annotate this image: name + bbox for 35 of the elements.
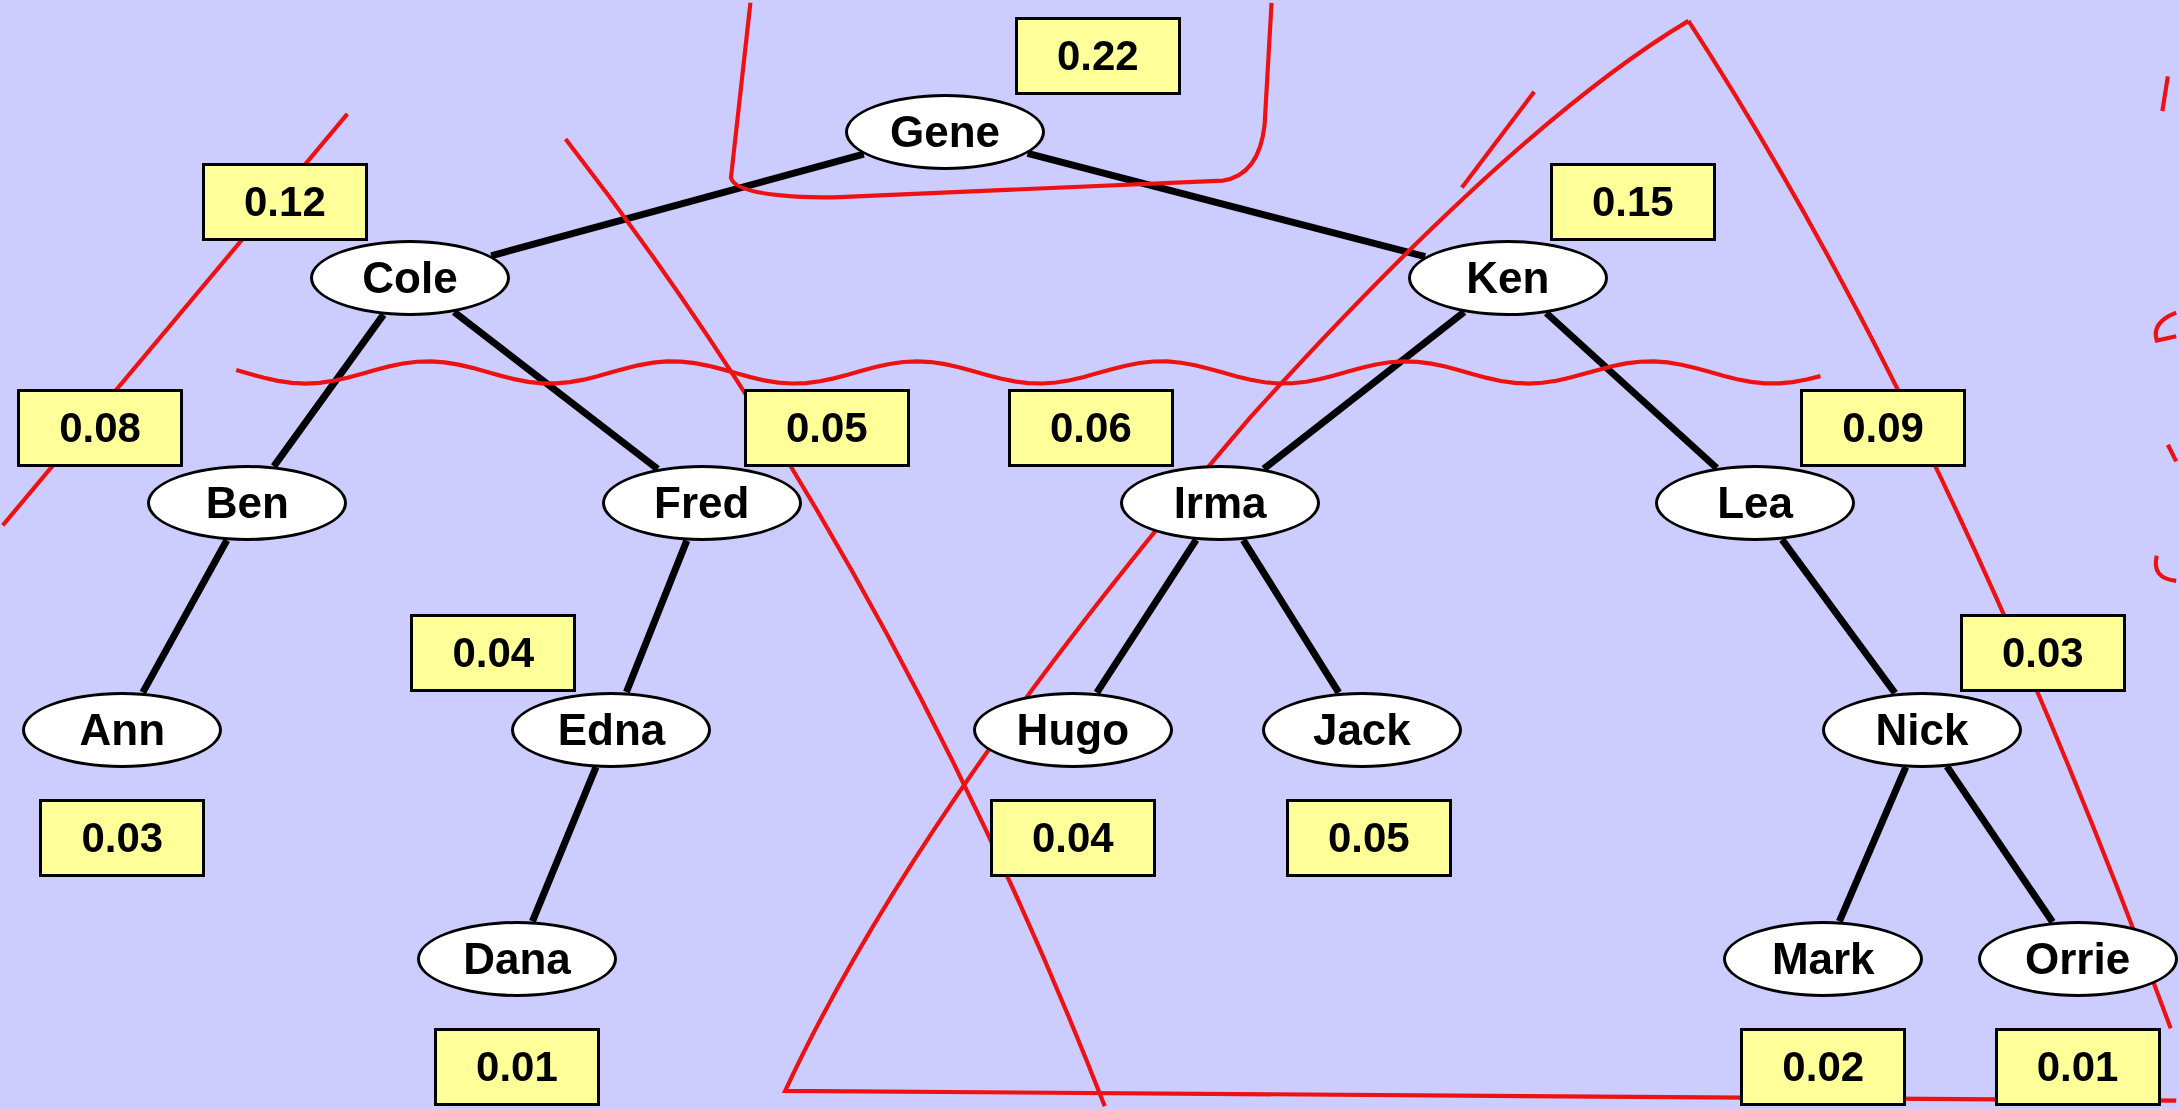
tree-edge [1261, 309, 1467, 472]
probability-label: 0.02 [1740, 1028, 1907, 1107]
probability-label: 0.06 [1007, 389, 1174, 467]
probability-label: 0.04 [989, 798, 1156, 877]
probability-label: 0.09 [1800, 389, 1966, 467]
probability-label: 0.01 [1994, 1028, 2161, 1107]
node-name: Dana [463, 933, 571, 984]
probability-label: 0.15 [1549, 162, 1716, 241]
probability-label: 0.22 [1014, 16, 1181, 95]
node-name: Ann [79, 704, 166, 755]
node-name: Edna [557, 704, 666, 755]
tree-edge [452, 309, 660, 472]
tree-edge [623, 539, 691, 694]
probability-label: 0.03 [1959, 614, 2126, 693]
node-name: Fred [654, 478, 750, 529]
probability-label: 0.05 [743, 389, 910, 467]
node-name: Ben [205, 478, 289, 529]
probability-label: 0.08 [17, 389, 184, 467]
node-name: Ken [1466, 252, 1550, 303]
node-name: Gene [889, 107, 1000, 157]
probability-label: 0.05 [1285, 798, 1452, 877]
node-name: Cole [362, 252, 458, 303]
node-name: Lea [1717, 478, 1794, 529]
tree-edge [490, 150, 865, 260]
node-name: Orrie [2024, 933, 2131, 984]
probability-label: 0.03 [39, 798, 206, 877]
node-name: Mark [1771, 933, 1875, 984]
probability-label: 0.04 [410, 614, 577, 693]
tree-edge [1026, 150, 1427, 260]
probability-label: 0.01 [433, 1028, 600, 1107]
probability-label: 0.12 [201, 162, 368, 241]
node-name: Hugo [1016, 704, 1129, 755]
node-name: Jack [1312, 704, 1411, 755]
node-name: Irma [1173, 478, 1267, 529]
node-name: Nick [1875, 704, 1969, 755]
